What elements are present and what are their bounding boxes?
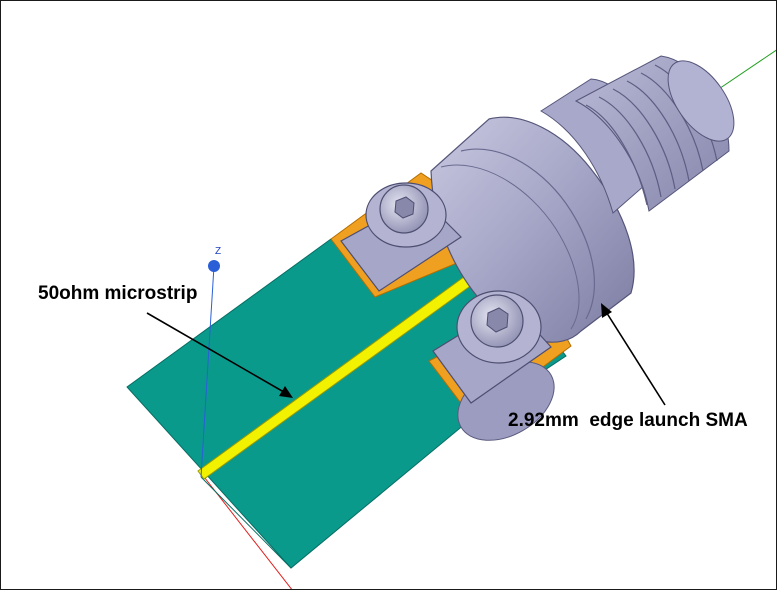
z-axis-line xyxy=(200,265,215,478)
connector-label: 2.92mm edge launch SMA xyxy=(508,410,748,431)
pcb-edge xyxy=(200,476,292,569)
connector-arrow xyxy=(601,303,666,406)
z-axis-handle[interactable] xyxy=(208,260,220,272)
microstrip-arrow xyxy=(146,312,293,398)
connector-body-ring xyxy=(460,148,596,320)
microstrip-label: 50ohm microstrip xyxy=(38,283,198,304)
screw-top-hex-icon xyxy=(394,196,415,219)
screw-bottom-hex-icon xyxy=(486,307,509,333)
connector-face xyxy=(667,60,735,142)
connector-body-ring-2 xyxy=(440,164,580,330)
z-axis-label: Z xyxy=(215,246,222,257)
